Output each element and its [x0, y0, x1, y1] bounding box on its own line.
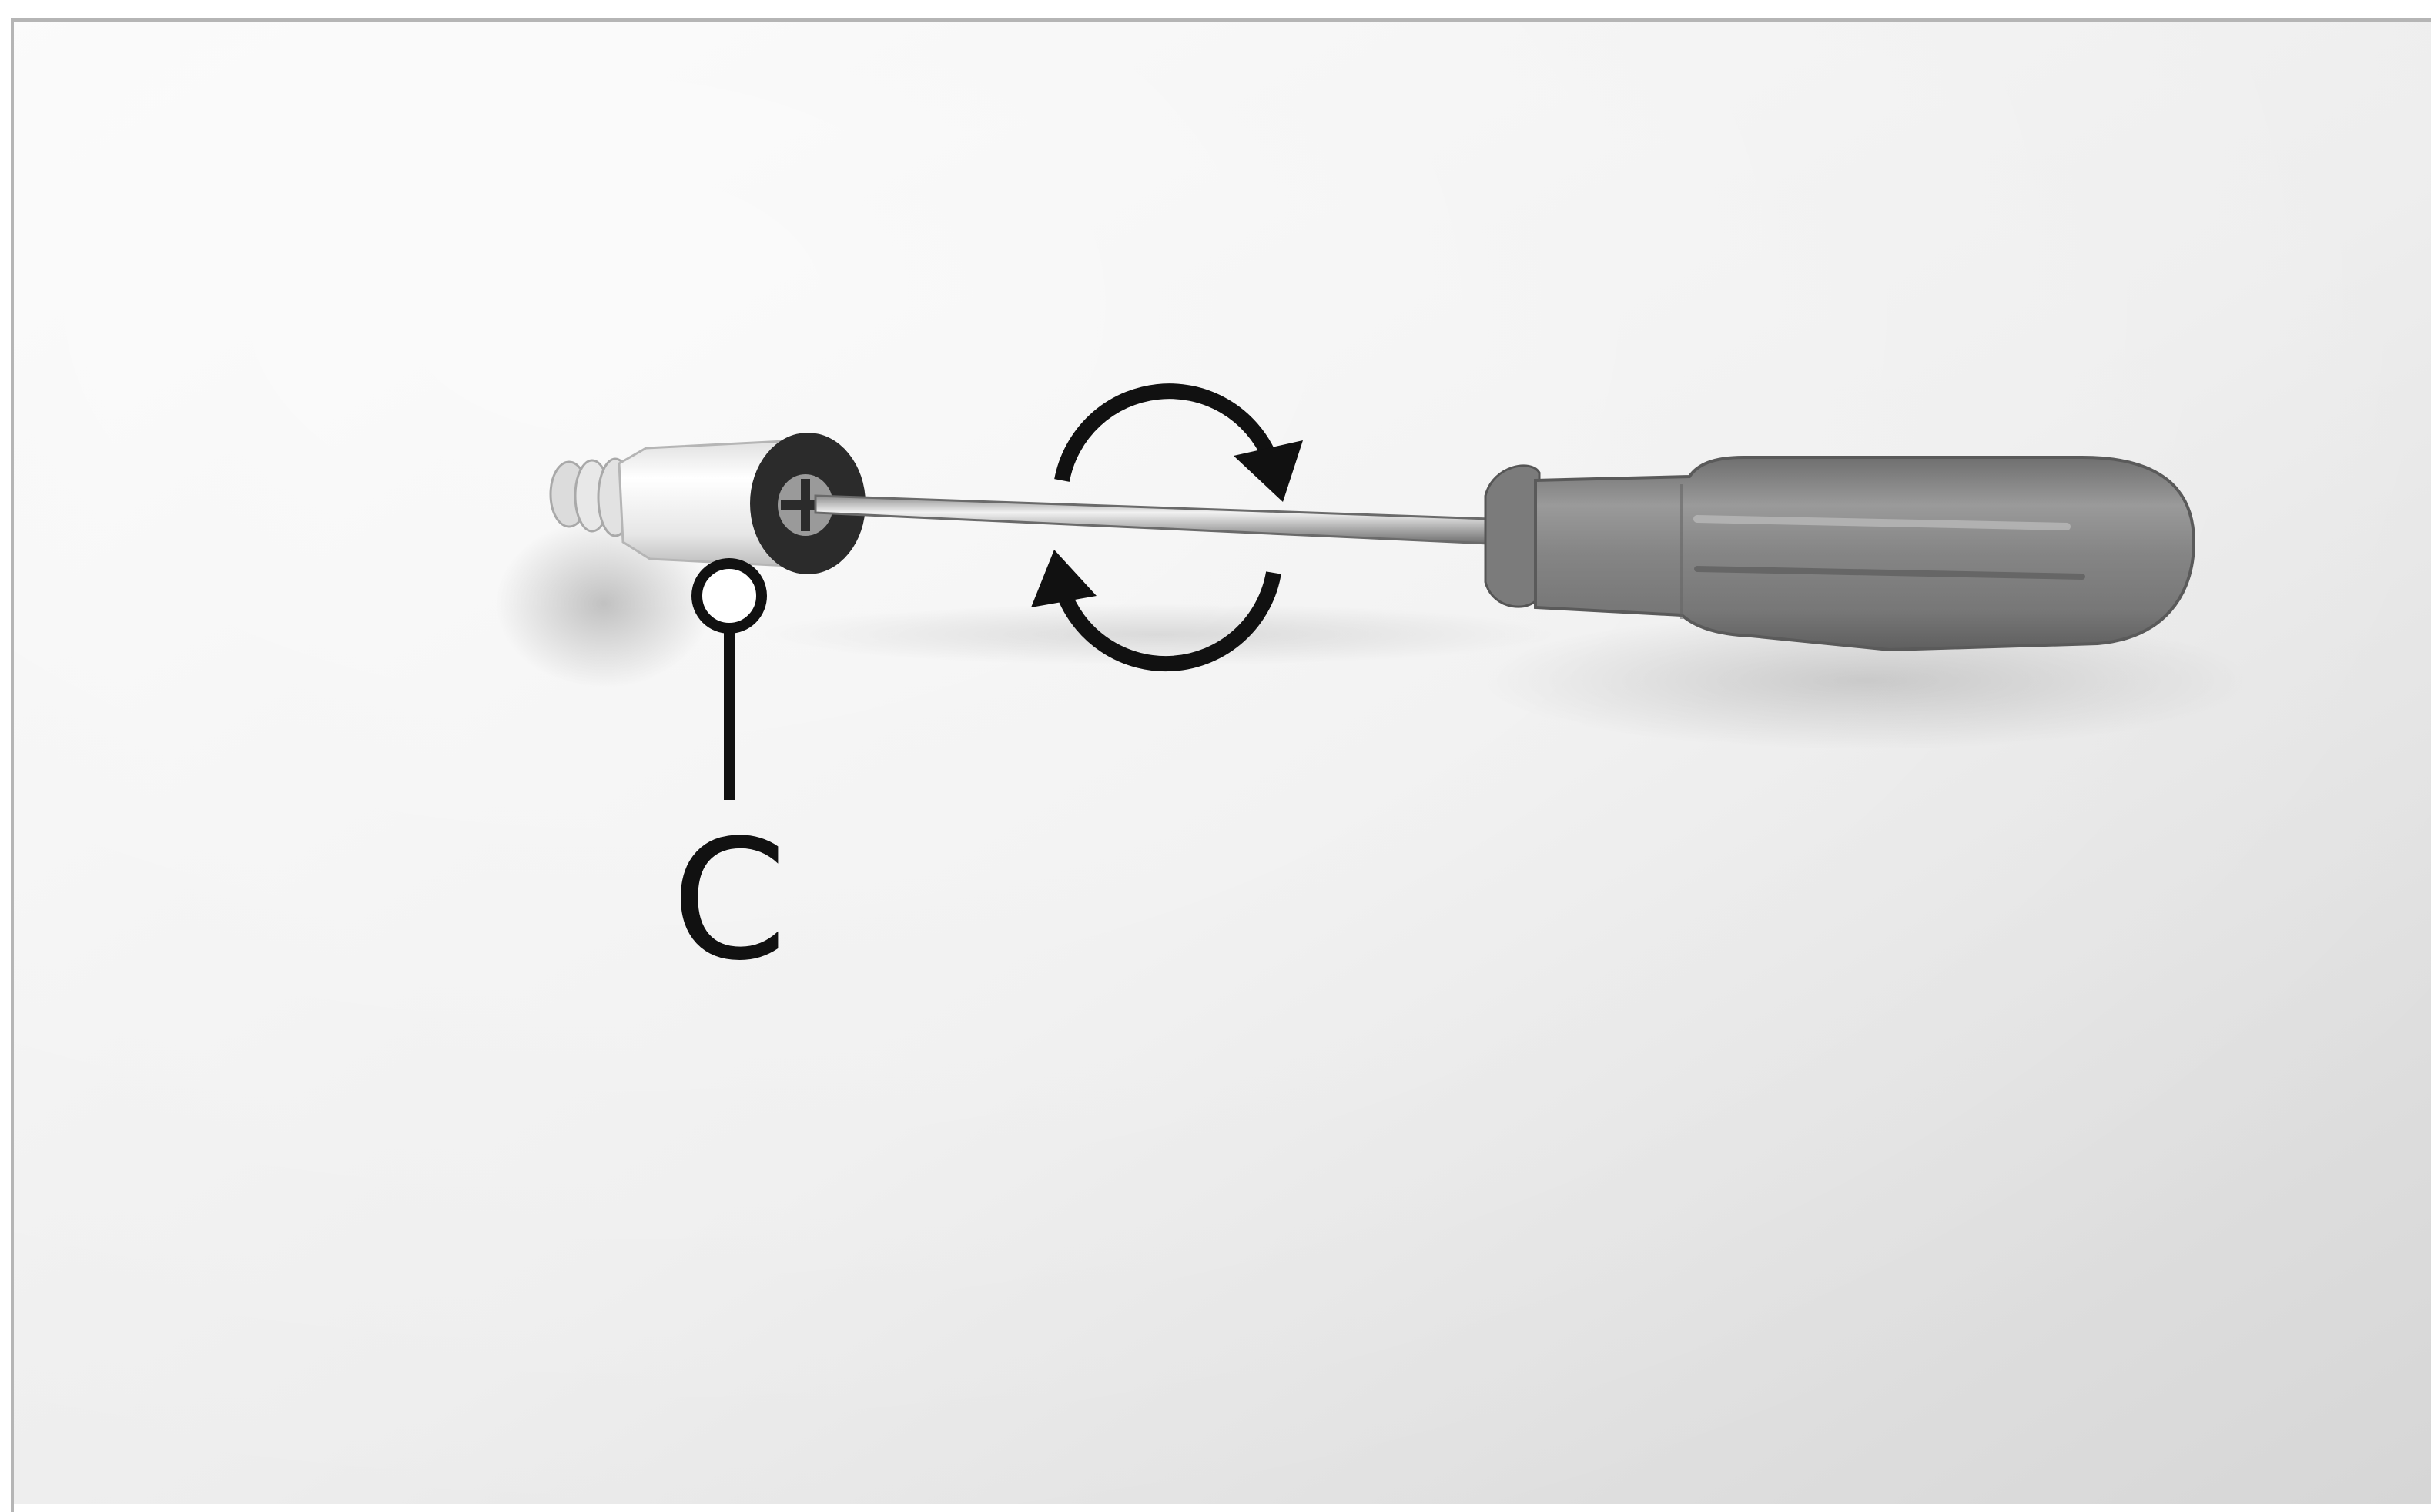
- callout-marker-dot: [697, 564, 762, 628]
- figure-frame: C: [11, 18, 2431, 1512]
- instruction-illustration: C: [11, 18, 2431, 1504]
- callout-label: C: [671, 804, 787, 997]
- wall-surface: [11, 18, 2431, 1504]
